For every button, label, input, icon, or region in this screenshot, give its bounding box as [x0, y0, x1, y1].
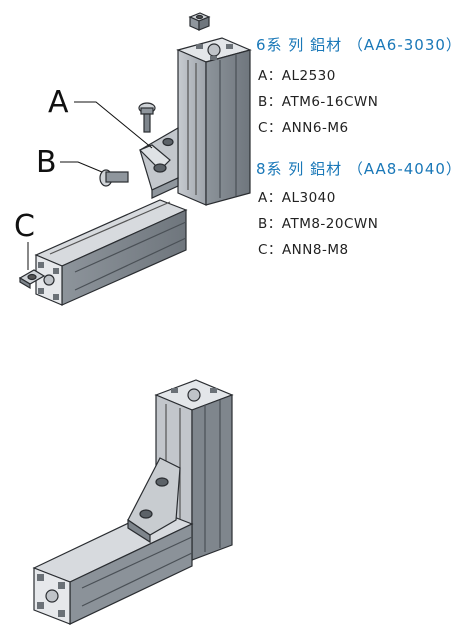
t-nut-part — [188, 12, 211, 31]
spec-row-8-a: A：AL3040 — [258, 186, 336, 206]
bolt-part-b — [99, 169, 129, 187]
horizontal-profile — [34, 199, 188, 306]
spec-key: A — [258, 68, 268, 84]
spec-value: AL2530 — [281, 68, 336, 84]
spec-value: ATM8-20CWN — [281, 216, 379, 232]
spec-value: AL3040 — [281, 190, 336, 206]
callout-leaders — [27, 101, 153, 270]
spec-sep: ： — [267, 68, 282, 84]
t-nut-part-c — [18, 269, 46, 290]
corner-bracket-assembled — [127, 457, 181, 544]
group-title-6-series: 6系 列 鋁材 （AA6-3030） — [256, 36, 462, 54]
spec-key: B — [258, 94, 268, 110]
spec-row-6-b: B：ATM6-16CWN — [258, 90, 378, 110]
spec-row-6-a: A：AL2530 — [258, 64, 336, 84]
callout-label-c: C — [14, 209, 35, 244]
spec-value: ATM6-16CWN — [281, 94, 379, 110]
spec-sep: ： — [267, 242, 282, 258]
callout-label-a: A — [48, 85, 69, 120]
spec-row-8-c: C：ANN8-M8 — [258, 238, 349, 258]
group-title-8-series: 8系 列 鋁材 （AA8-4040） — [256, 160, 462, 178]
spec-key: A — [258, 190, 268, 206]
spec-sep: ： — [267, 190, 282, 206]
callout-label-b: B — [36, 145, 57, 180]
spec-sep: ： — [267, 120, 282, 136]
spec-sep: ： — [267, 216, 282, 232]
spec-row-6-c: C：ANN6-M6 — [258, 116, 349, 136]
spec-value: ANN8-M8 — [281, 242, 349, 258]
spec-key: C — [258, 120, 268, 136]
spec-row-8-b: B：ATM8-20CWN — [258, 212, 378, 232]
exploded-assembly-diagram — [18, 12, 252, 306]
bolt-part-top — [138, 102, 156, 133]
spec-key: B — [258, 216, 268, 232]
horizontal-profile-assembled — [32, 509, 194, 625]
vertical-profile — [176, 37, 252, 206]
spec-sep: ： — [267, 94, 282, 110]
corner-bracket — [138, 126, 179, 199]
vertical-profile-assembled — [154, 379, 234, 561]
spec-value: ANN6-M6 — [281, 120, 349, 136]
spec-key: C — [258, 242, 268, 258]
